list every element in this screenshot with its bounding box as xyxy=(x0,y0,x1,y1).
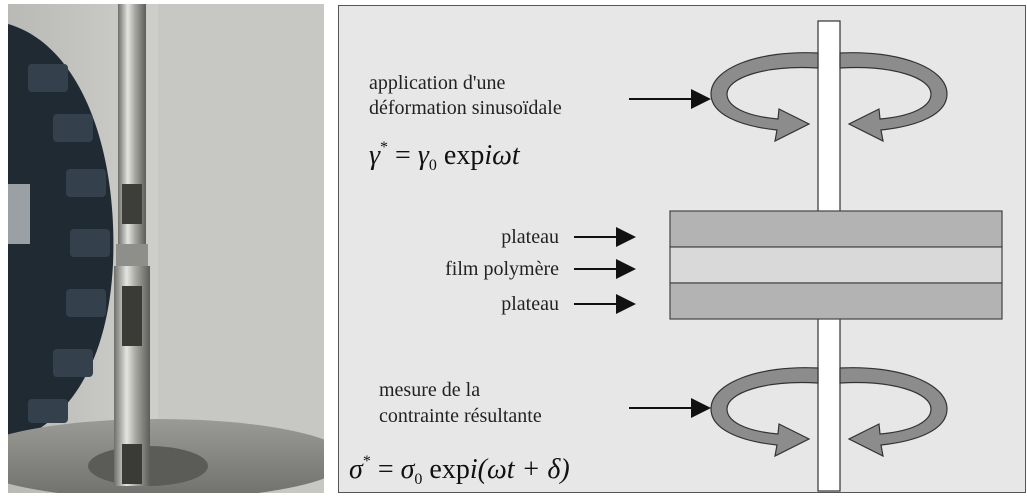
rheometer-schematic: application d'une déformation sinusoïdal… xyxy=(338,5,1026,493)
label-application-line1: application d'une xyxy=(369,71,505,95)
rotation-arrow-top-right xyxy=(840,53,947,141)
stress-formula: σ* = σ0 expi(ωt + δ) xyxy=(349,446,570,493)
label-plateau-bottom: plateau xyxy=(419,292,559,316)
label-application-line2: déformation sinusoïdale xyxy=(369,96,562,120)
rheometer-photo xyxy=(8,4,324,493)
label-mesure-line1: mesure de la xyxy=(379,378,480,402)
plateau-bottom-plate xyxy=(670,283,1002,319)
label-mesure-line2: contrainte résultante xyxy=(379,404,542,428)
strain-formula: γ* = γ0 expiωt xyxy=(369,132,520,182)
rotation-arrow-bottom-left xyxy=(711,368,818,456)
label-film: film polymère xyxy=(399,257,559,281)
rotation-arrow-bottom-right xyxy=(840,368,947,456)
rotation-arrow-top-left xyxy=(711,53,818,141)
film-layer xyxy=(670,247,1002,283)
plateau-top-plate xyxy=(670,211,1002,247)
label-plateau-top: plateau xyxy=(419,225,559,249)
